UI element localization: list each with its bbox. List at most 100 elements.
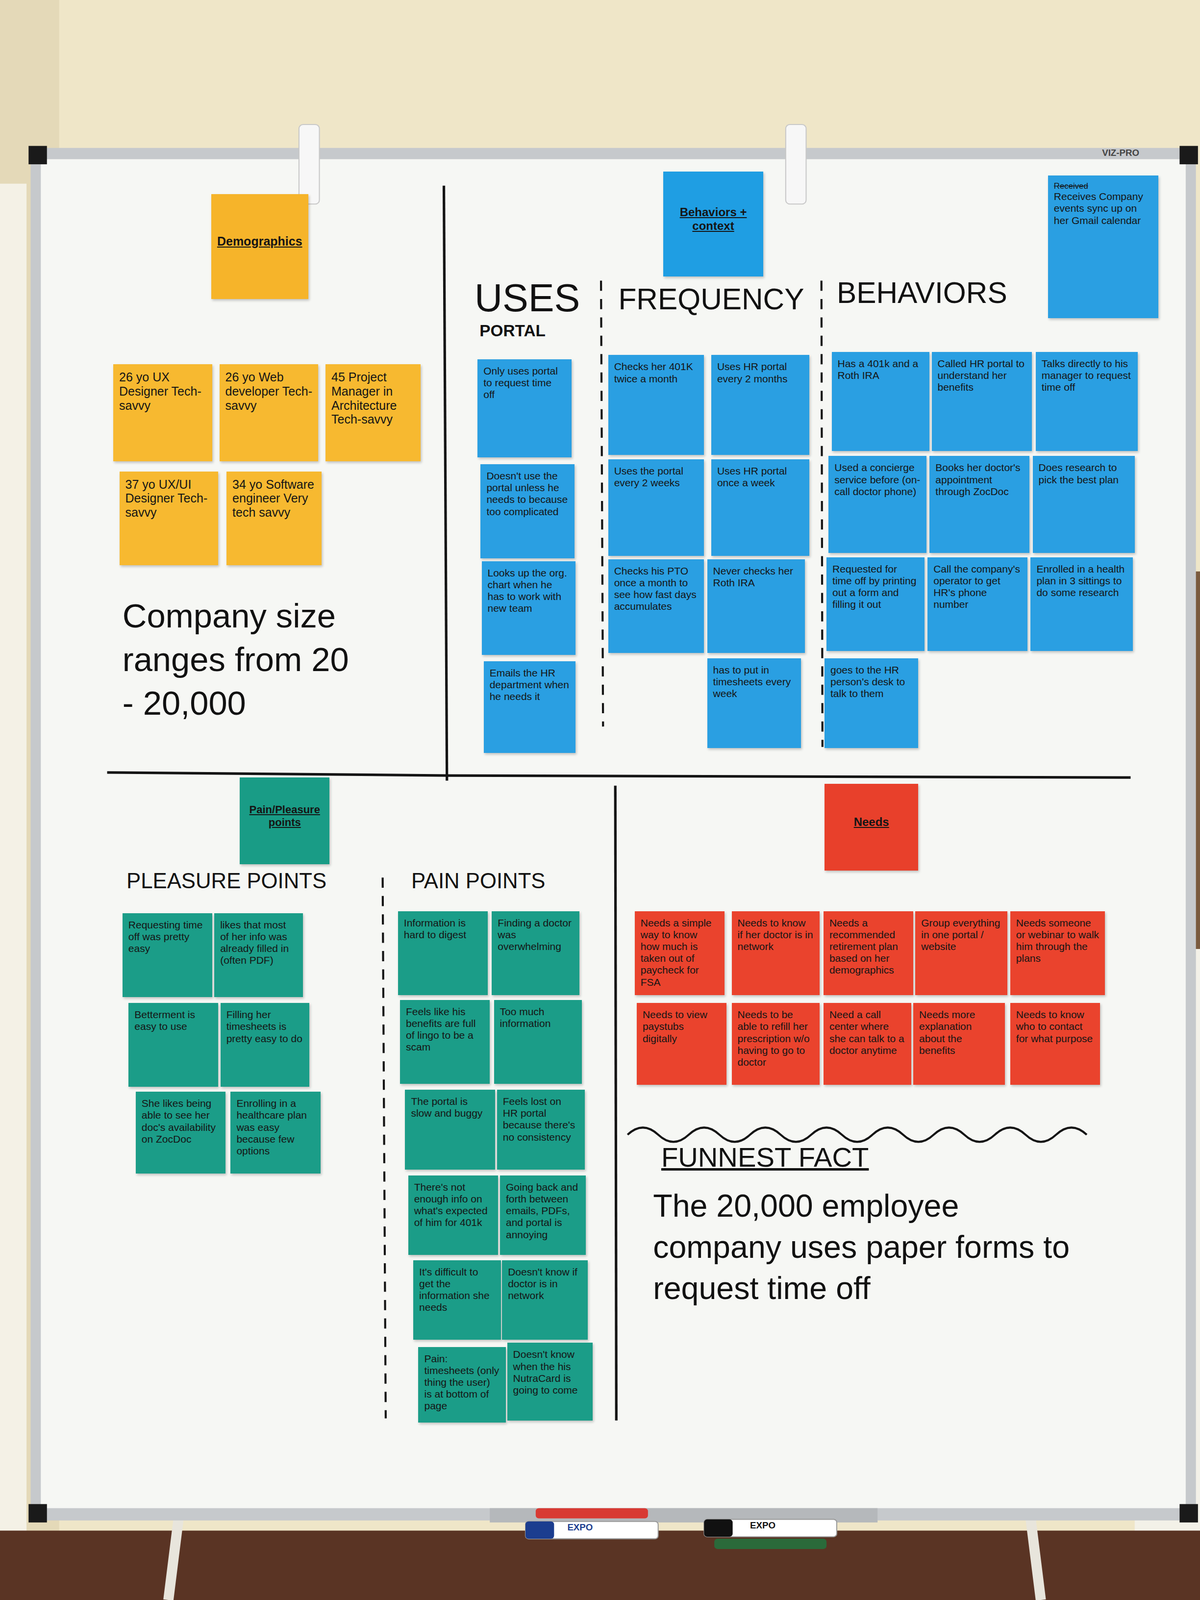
column-heading: PORTAL <box>479 322 546 340</box>
note-body: Too much information <box>500 1005 576 1030</box>
sticky-note: Filling her timesheets is pretty easy to… <box>220 1002 310 1087</box>
marker <box>703 1519 837 1537</box>
sticky-note: Only uses portal to request time off <box>477 359 572 458</box>
category-header-note: Demographics <box>211 194 309 300</box>
note-text: Received <box>1053 181 1153 191</box>
note-text: Demographics <box>217 234 303 249</box>
corner-cap <box>1179 1503 1198 1523</box>
sticky-note: Doesn't use the portal unless he needs t… <box>480 464 575 559</box>
dashed-divider <box>600 280 603 727</box>
note-body: Never checks her Roth IRA <box>713 565 800 589</box>
sticky-note: Books her doctor's appointment through Z… <box>929 455 1030 553</box>
note-body: Behaviors + context <box>669 205 758 233</box>
note-text: Needs more explanation about the benefit… <box>919 1008 1000 1057</box>
fact-heading: FUNNEST FACT <box>661 1142 870 1172</box>
note-body: Call the company's operator to get HR's … <box>933 563 1022 611</box>
wavy-line <box>627 1127 1087 1142</box>
marker-brand: EXPO <box>567 1522 593 1533</box>
note-text: Uses HR portal every 2 months <box>717 360 804 385</box>
note-body: Uses HR portal once a week <box>717 465 804 489</box>
column-heading: BEHAVIORS <box>836 277 1008 309</box>
note-body: Needs to be able to refill her prescript… <box>737 1008 814 1069</box>
sticky-note: Needs more explanation about the benefit… <box>913 1002 1005 1085</box>
sticky-note: likes that most of her info was already … <box>214 913 303 998</box>
brand-mark: VIZ-PRO <box>1101 148 1140 158</box>
note-body: 26 yo Web developer Tech-savvy <box>225 370 313 413</box>
dashed-divider <box>821 280 823 747</box>
note-text: Doesn't use the portal unless he needs t… <box>486 470 569 518</box>
note-body: Needs someone or webinar to walk him thr… <box>1016 917 1100 965</box>
note-body: Betterment is easy to use <box>134 1008 213 1033</box>
sticky-note: Looks up the org. chart when he has to w… <box>481 561 576 656</box>
sticky-note: Call the company's operator to get HR's … <box>927 557 1028 652</box>
note-body: Requested for time off by printing out a… <box>832 563 919 611</box>
category-header-note: Pain/Pleasure points <box>239 777 330 865</box>
note-body: Doesn't know if doctor is in network <box>507 1266 582 1302</box>
sticky-note: Requesting time off was pretty easy <box>122 913 213 998</box>
note-text: Pain/Pleasure points <box>245 803 324 829</box>
sticky-note: Too much information <box>494 1000 582 1084</box>
divider-line <box>444 185 448 781</box>
note-body: Needs a recommended retirement plan base… <box>829 917 908 977</box>
note-body: Feels like his benefits are full of ling… <box>405 1005 484 1054</box>
marker-brand: EXPO <box>750 1520 776 1531</box>
note-text: Feels lost on HR portal because there's … <box>502 1095 579 1144</box>
note-body: Pain: timesheets (only thing the user) i… <box>424 1352 500 1413</box>
note-text: Feels like his benefits are full of ling… <box>405 1005 484 1054</box>
note-text: Has a 401k and a Roth IRA <box>837 357 925 382</box>
note-text: Used a concierge service before (on-call… <box>834 461 921 498</box>
sticky-note: 34 yo Software engineer Very tech savvy <box>226 471 322 566</box>
note-body: Going back and forth between emails, PDF… <box>505 1181 580 1241</box>
note-body: Uses the portal every 2 weeks <box>614 465 699 489</box>
sticky-note: Pain: timesheets (only thing the user) i… <box>418 1347 506 1423</box>
note-text: Needs a recommended retirement plan base… <box>829 917 908 977</box>
note-body: Doesn't know when the his NutraCard is g… <box>513 1348 588 1397</box>
sticky-note: Used a concierge service before (on-call… <box>828 455 927 553</box>
note-text: Enrolling in a healthcare plan was easy … <box>236 1097 315 1157</box>
sticky-note: Requested for time off by printing out a… <box>826 557 925 652</box>
note-text: Talks directly to his manager to request… <box>1041 357 1132 394</box>
note-text: has to put in timesheets every week <box>713 664 796 700</box>
sticky-note: Called HR portal to understand her benef… <box>931 351 1032 451</box>
sticky-note: Uses HR portal once a week <box>711 459 810 557</box>
note-body: Checks his PTO once a month to see how f… <box>614 565 699 613</box>
note-body: It's difficult to get the information sh… <box>419 1266 496 1314</box>
note-text: goes to the HR person's desk to talk to … <box>830 664 913 700</box>
sticky-note: Needs a recommended retirement plan base… <box>823 911 914 996</box>
note-body: likes that most of her info was already … <box>220 919 298 967</box>
sticky-note: goes to the HR person's desk to talk to … <box>824 658 919 749</box>
sticky-note: Uses the portal every 2 weeks <box>608 459 705 557</box>
note-text: Call the company's operator to get HR's … <box>933 563 1022 611</box>
note-text: Looks up the org. chart when he has to w… <box>487 567 571 615</box>
note-text: Group everything in one portal / website <box>921 917 1001 953</box>
sticky-note: Doesn't know if doctor is in network <box>501 1260 588 1340</box>
sticky-note: ReceivedReceives Company events sync up … <box>1048 175 1159 319</box>
handwritten-note: Company size ranges from 20 - 20,000 <box>122 594 368 726</box>
sticky-note: Never checks her Roth IRA <box>707 559 806 654</box>
note-text: Needs to know who to contact for what pu… <box>1016 1008 1095 1045</box>
column-heading: PAIN POINTS <box>411 869 546 893</box>
note-text: The portal is slow and buggy <box>410 1095 489 1120</box>
sticky-note: Needs to be able to refill her prescript… <box>731 1002 820 1085</box>
note-body: ReceivedReceives Company events sync up … <box>1053 181 1153 227</box>
note-body: Emails the HR department when he needs i… <box>489 667 570 703</box>
note-text: She likes being able to see her doc's av… <box>141 1097 220 1146</box>
note-body: Filling her timesheets is pretty easy to… <box>226 1008 304 1045</box>
note-text: Enrolled in a health plan in 3 sittings … <box>1036 563 1127 599</box>
note-body: Needs to know if her doctor is in networ… <box>737 917 814 953</box>
note-body: 45 Project Manager in Architecture Tech-… <box>331 370 415 427</box>
note-text: Needs a simple way to know how much is t… <box>640 917 719 989</box>
note-body: Called HR portal to understand her benef… <box>937 357 1026 394</box>
note-text: Checks her 401K twice a month <box>614 360 699 385</box>
note-body: Pain/Pleasure points <box>245 803 324 829</box>
easel-leg <box>168 1518 179 1600</box>
note-text: Doesn't know if doctor is in network <box>507 1266 582 1302</box>
corner-cap <box>28 1503 47 1523</box>
note-text: Books her doctor's appointment through Z… <box>935 461 1024 498</box>
note-body: 34 yo Software engineer Very tech savvy <box>232 477 316 520</box>
note-text: Uses the portal every 2 weeks <box>614 465 699 489</box>
note-text: 45 Project Manager in Architecture Tech-… <box>331 370 415 427</box>
sticky-note: Enrolled in a health plan in 3 sittings … <box>1030 557 1133 652</box>
sticky-note: Uses HR portal every 2 months <box>711 354 810 455</box>
